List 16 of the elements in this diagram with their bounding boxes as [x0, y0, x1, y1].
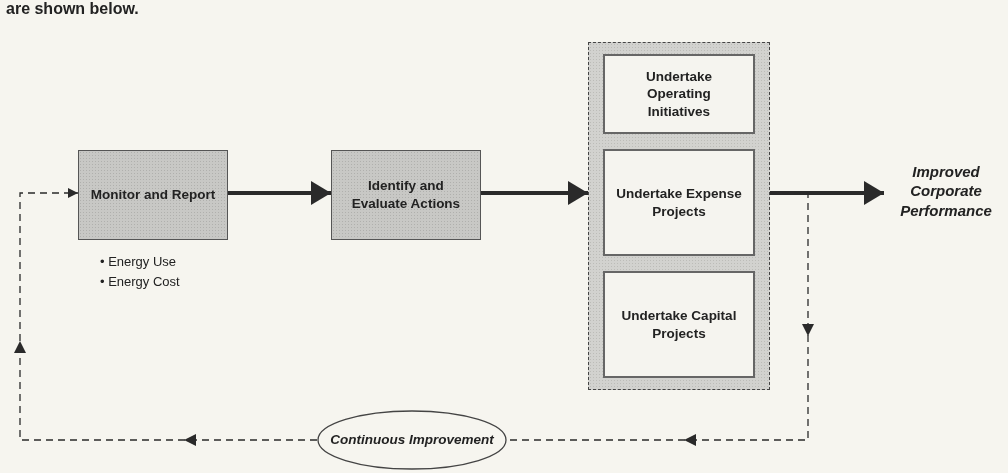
heading-text: are shown below.	[6, 0, 139, 18]
action-box	[603, 54, 755, 134]
node-label: Continuous Improvement	[329, 431, 495, 449]
node-label: Undertake Capital Projects	[620, 306, 738, 343]
bullet-item: • Energy Use	[100, 253, 178, 271]
outcome-text: Improved Corporate Performance	[899, 161, 993, 221]
dashed-group-box	[588, 42, 770, 390]
node-label: Monitor and Report	[89, 186, 217, 204]
action-box	[603, 149, 755, 256]
process-box	[331, 150, 481, 240]
node-label: Identify and Evaluate Actions	[350, 177, 462, 213]
node-label: Undertake Operating Initiatives	[645, 67, 713, 121]
process-box	[78, 150, 228, 240]
action-box	[603, 271, 755, 378]
bullet-item: • Energy Cost	[100, 273, 180, 292]
node-label: Undertake Expense Projects	[615, 184, 743, 221]
